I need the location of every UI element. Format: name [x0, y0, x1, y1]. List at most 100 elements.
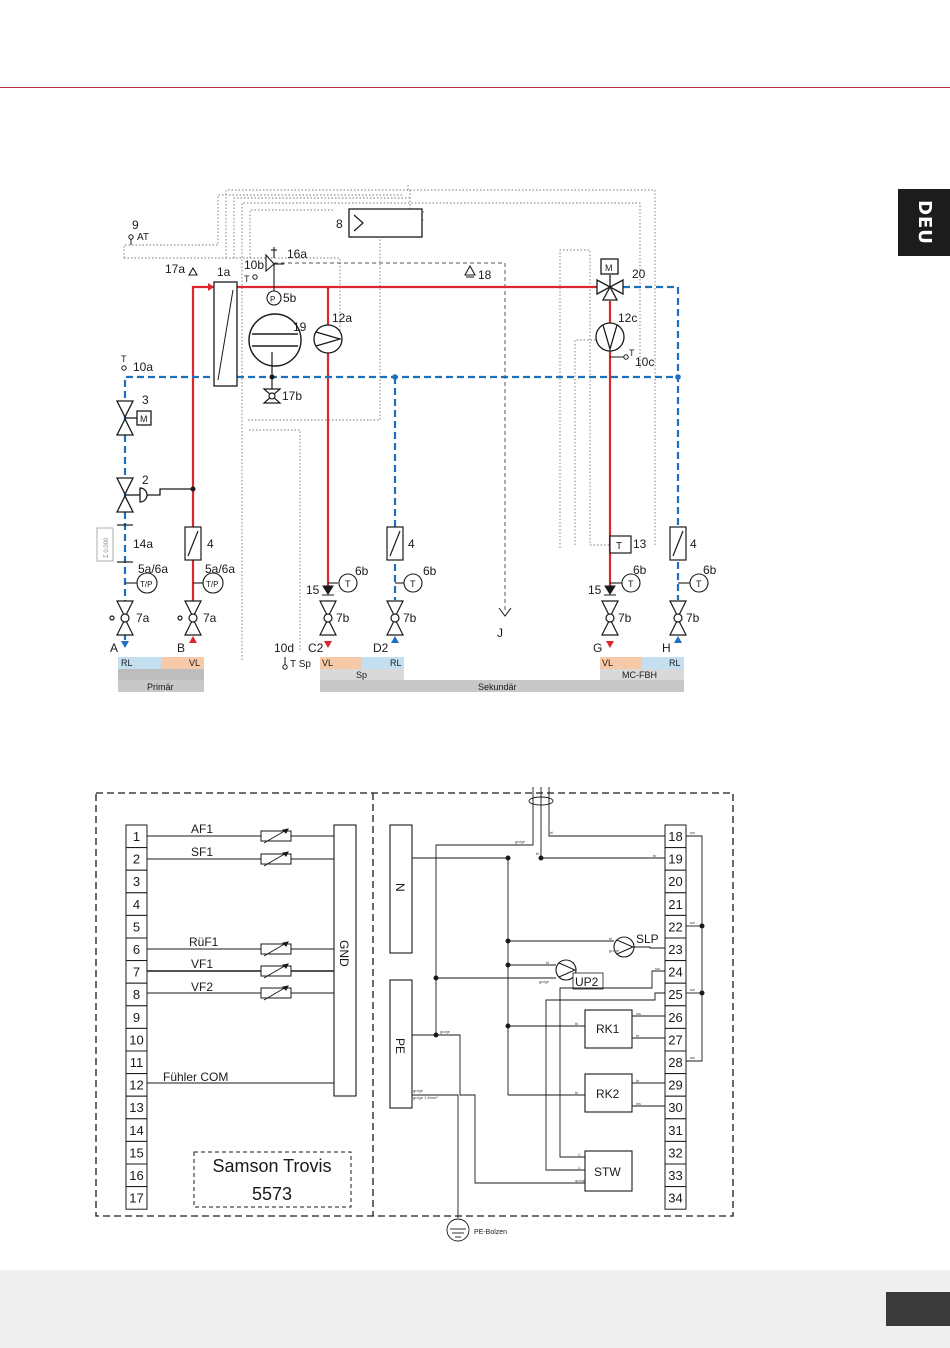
svg-text:sw: sw: [655, 966, 660, 971]
label-t-10a: T: [121, 354, 127, 364]
label-h: H: [662, 641, 671, 655]
label-17a: 17a: [165, 262, 185, 276]
svg-text:ws: ws: [636, 1101, 641, 1106]
pe-bus: [389, 979, 413, 1109]
label-15-c2: 15: [306, 583, 320, 597]
label-14a: 14a: [133, 537, 153, 551]
label-5b: 5b: [283, 291, 297, 305]
label-at: AT: [137, 232, 149, 243]
valve-2: [115, 477, 193, 513]
label-5a6a-right: 5a/6a: [205, 562, 235, 576]
safety-valve-16a: [265, 247, 284, 287]
label-d2: D2: [373, 641, 389, 655]
thermostat-13: [609, 535, 632, 554]
left-terminal-label: 7: [133, 965, 140, 980]
pump-12a: [313, 324, 343, 354]
svg-text:bl: bl: [546, 960, 549, 965]
right-terminal-label: 23: [668, 942, 682, 957]
label-n: N: [393, 883, 407, 892]
svg-text:br: br: [653, 853, 657, 858]
label-vf2: VF2: [191, 980, 213, 994]
return-lines: [123, 285, 680, 640]
label-rk2: RK2: [596, 1087, 620, 1101]
label-pe-bolt: PE-Bolzen: [474, 1229, 507, 1236]
control-valve-3: [115, 400, 152, 436]
right-terminal-label: 19: [668, 852, 682, 867]
rk1-box: [584, 1009, 633, 1049]
svg-text:gn/ge: gn/ge: [609, 948, 620, 953]
label-af1: AF1: [191, 822, 213, 836]
left-terminal-label: 1: [133, 829, 140, 844]
label-16a: 16a: [287, 247, 307, 261]
legend-rl-mc: RL: [669, 658, 681, 668]
label-19: 19: [293, 320, 307, 334]
svg-text:bl: bl: [550, 830, 553, 835]
svg-text:br: br: [636, 1033, 640, 1038]
stw-box: [584, 1150, 633, 1192]
pump-12c: [595, 322, 625, 352]
label-10a: 10a: [133, 360, 153, 374]
label-up2: UP2: [575, 975, 599, 989]
hydraulic-labels: 9 AT 8 16a 17a 1a 10b T P 5b 18 20 M 19 …: [104, 217, 717, 670]
right-terminal-label: 20: [668, 874, 682, 889]
label-15-g: 15: [588, 583, 602, 597]
label-6b-c2: 6b: [355, 564, 369, 578]
left-terminal-label: 6: [133, 942, 140, 957]
left-terminal-label: 17: [129, 1191, 143, 1206]
svg-text:gn/ge: gn/ge: [413, 1088, 424, 1093]
air-vent-18: [464, 264, 476, 276]
label-slp: SLP: [636, 932, 659, 946]
controller-model: 5573: [252, 1184, 292, 1204]
legend-rl-primary: RL: [121, 658, 133, 668]
label-12a: 12a: [332, 311, 352, 325]
label-13: 13: [633, 537, 647, 551]
label-j: J: [497, 626, 503, 640]
label-17b: 17b: [282, 389, 302, 403]
left-terminal-label: 9: [133, 1010, 140, 1025]
label-7b-d2: 7b: [403, 611, 417, 625]
label-t-10c: T: [629, 348, 635, 358]
label-6b-g: 6b: [633, 563, 647, 577]
label-7a-right: 7a: [203, 611, 217, 625]
hydraulic-diagram: [96, 183, 709, 692]
wiring-junctions: [433, 855, 705, 1038]
legend-vl-sp: VL: [322, 658, 333, 668]
label-m-3: M: [140, 414, 148, 424]
svg-text:ws: ws: [636, 1011, 641, 1016]
label-g: G: [593, 641, 602, 655]
left-terminal-label: 2: [133, 852, 140, 867]
label-pe: PE: [393, 1038, 407, 1054]
language-tab[interactable]: DEU: [898, 189, 950, 256]
storage-tank-19: [248, 313, 302, 367]
label-7b-h: 7b: [686, 611, 700, 625]
return-junctions: [392, 374, 681, 380]
legend-sp: Sp: [356, 670, 367, 680]
label-b: B: [177, 641, 185, 655]
left-terminal-label: 11: [130, 1055, 144, 1070]
left-terminal-label: 12: [129, 1078, 143, 1093]
left-terminal-label: 4: [133, 897, 140, 912]
right-terminal-label: 30: [668, 1100, 682, 1115]
isolation-valves: [109, 388, 687, 636]
wire-color-labels: gn/ge bl br br bl gn/ge bl gn/ge gn/ge g…: [413, 830, 695, 1183]
label-7b-c2: 7b: [336, 611, 350, 625]
right-terminal-label: 28: [668, 1055, 682, 1070]
gnd-bus: [333, 824, 357, 1097]
legend-vl-primary: VL: [189, 658, 200, 668]
label-t-13: T: [616, 541, 622, 552]
rk2-box: [584, 1073, 633, 1113]
heat-meter-14a: [96, 524, 133, 563]
svg-text:bl: bl: [609, 936, 612, 941]
svg-text:sw: sw: [690, 920, 695, 925]
right-terminal-label: 26: [668, 1010, 682, 1025]
connector-arrows: [121, 636, 682, 648]
label-tsp: T Sp: [290, 659, 311, 670]
label-rk1: RK1: [596, 1022, 620, 1036]
sensor-wires: [147, 835, 334, 1084]
svg-text:sw: sw: [690, 1055, 695, 1060]
label-4-primary: 4: [207, 537, 214, 551]
label-t-d2: T: [410, 579, 416, 589]
sensor-resistors: [260, 828, 292, 1001]
left-terminal-label: 5: [133, 919, 140, 934]
